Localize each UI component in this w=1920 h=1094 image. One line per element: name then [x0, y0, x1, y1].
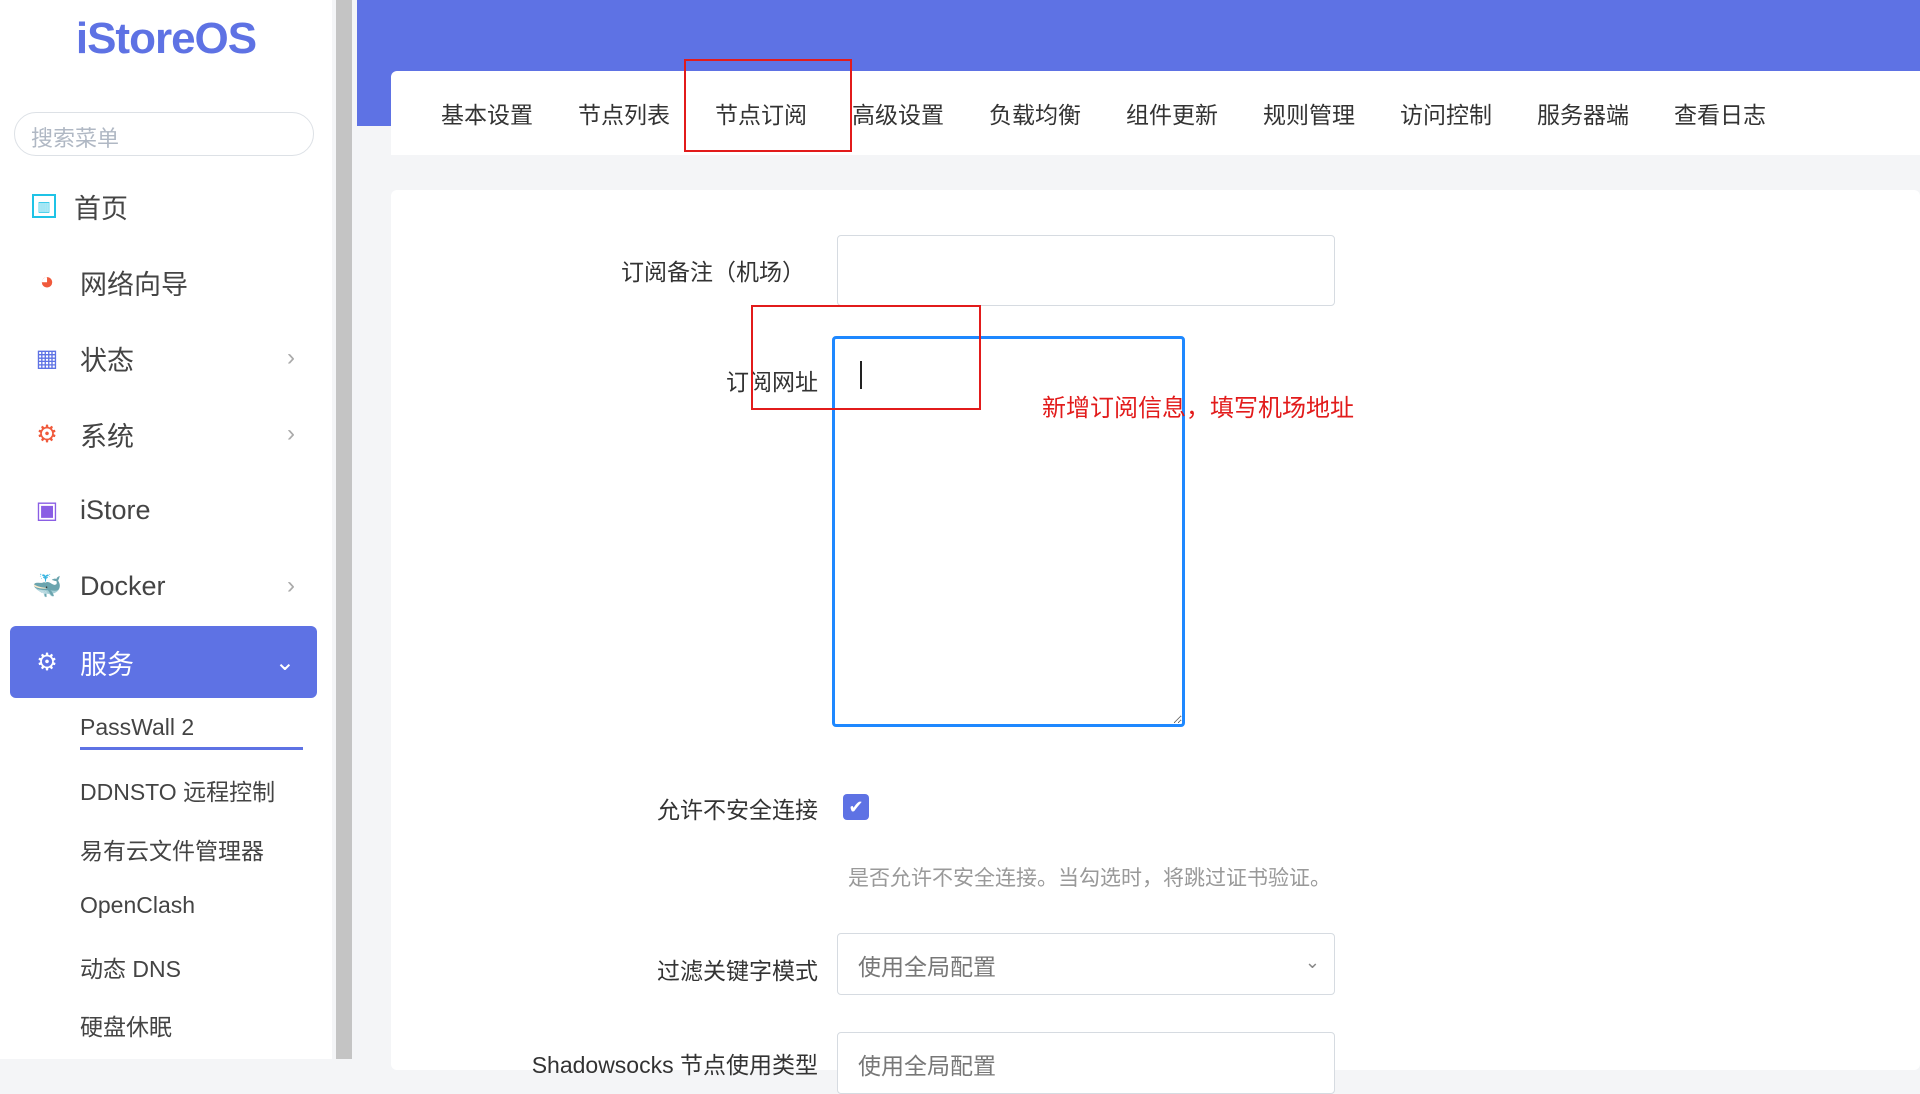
label: Docker — [80, 570, 166, 601]
logo: iStoreOS — [75, 14, 257, 63]
label: 系统 — [80, 421, 134, 452]
gear-icon: ⚙ — [36, 420, 58, 448]
remark-label: 订阅备注（机场） — [621, 259, 805, 285]
remark-input[interactable] — [837, 235, 1335, 306]
chevron-right-icon: › — [287, 572, 295, 599]
label: 首页 — [74, 193, 128, 224]
tab-node-list[interactable]: 节点列表 — [578, 102, 670, 128]
sidebar-item-docker[interactable]: 🐳 Docker › — [10, 550, 317, 622]
label: 服务 — [80, 649, 134, 680]
url-textarea[interactable] — [832, 336, 1185, 727]
tab-basic[interactable]: 基本设置 — [441, 102, 533, 128]
sidebar-item-status[interactable]: ▦ 状态 › — [10, 322, 317, 394]
label: iStore — [80, 494, 151, 525]
annotation-text: 新增订阅信息，填写机场地址 — [1042, 395, 1354, 422]
docker-icon: 🐳 — [32, 572, 62, 600]
label: 状态 — [80, 345, 134, 376]
sidebar-item-services[interactable]: ⚙ 服务 ⌄ — [10, 626, 317, 698]
sidebar-item-system[interactable]: ⚙ 系统 › — [10, 398, 317, 470]
dashboard-icon: ▥ — [32, 194, 56, 218]
insecure-help: 是否允许不安全连接。当勾选时，将跳过证书验证。 — [848, 867, 1331, 890]
label: 网络向导 — [80, 269, 188, 300]
check-icon: ✔ — [848, 797, 864, 817]
chevron-down-icon: ⌄ — [274, 648, 295, 676]
highlight-box — [751, 305, 981, 410]
highlight-box — [684, 59, 852, 152]
filter-label: 过滤关键字模式 — [657, 958, 818, 984]
tab-access[interactable]: 访问控制 — [1400, 102, 1492, 128]
tab-update[interactable]: 组件更新 — [1126, 102, 1218, 128]
submenu-passwall2[interactable]: PassWall 2 — [80, 714, 303, 750]
text-cursor — [860, 361, 862, 389]
submenu-openclash[interactable]: OpenClash — [80, 892, 196, 918]
ss-type-select[interactable]: 使用全局配置 — [837, 1032, 1335, 1094]
sidebar-item-istore[interactable]: ▣ iStore — [10, 474, 317, 546]
chevron-right-icon: › — [287, 344, 295, 371]
globe-icon: ◕ — [39, 268, 55, 295]
bag-icon: ▣ — [35, 496, 59, 524]
menu-search-input[interactable]: 搜索菜单 — [14, 112, 314, 156]
tab-server[interactable]: 服务器端 — [1537, 102, 1629, 128]
tab-load-balance[interactable]: 负载均衡 — [989, 102, 1081, 128]
insecure-label: 允许不安全连接 — [657, 797, 818, 823]
tab-subscribe[interactable]: 节点订阅 — [715, 102, 807, 128]
tab-log[interactable]: 查看日志 — [1674, 102, 1766, 128]
tab-bar: 基本设置 节点列表 节点订阅 高级设置 负载均衡 组件更新 规则管理 访问控制 … — [391, 71, 1920, 155]
tab-advanced[interactable]: 高级设置 — [852, 102, 944, 128]
filter-value: 使用全局配置 — [858, 954, 996, 980]
submenu-disk-sleep[interactable]: 硬盘休眠 — [80, 1014, 172, 1040]
chevron-down-icon: ⌄ — [1304, 952, 1320, 972]
submenu-ddns[interactable]: 动态 DNS — [80, 956, 181, 982]
sidebar: iStoreOS 搜索菜单 ▥ 首页 ◕ 网络向导 ▦ 状态 › ⚙ 系统 › ▣ iStor… — [0, 0, 332, 1059]
tab-rules[interactable]: 规则管理 — [1263, 102, 1355, 128]
url-label: 订阅网址 — [726, 369, 818, 395]
insecure-checkbox[interactable]: ✔ — [843, 794, 869, 820]
chevron-right-icon: › — [287, 420, 295, 447]
submenu-linkease[interactable]: 易有云文件管理器 — [80, 838, 264, 864]
sidebar-item-network-wizard[interactable]: ◕ 网络向导 — [10, 246, 317, 318]
ss-type-value: 使用全局配置 — [858, 1053, 996, 1079]
grid-icon: ▦ — [35, 344, 59, 372]
filter-select[interactable]: 使用全局配置 ⌄ — [837, 933, 1335, 995]
submenu-ddnsto[interactable]: DDNSTO 远程控制 — [80, 779, 276, 805]
sidebar-item-home[interactable]: ▥ 首页 — [10, 170, 317, 242]
gears-icon: ⚙ — [36, 648, 58, 676]
ss-type-label: Shadowsocks 节点使用类型 — [531, 1052, 818, 1078]
sidebar-scrollbar[interactable] — [336, 0, 352, 1059]
